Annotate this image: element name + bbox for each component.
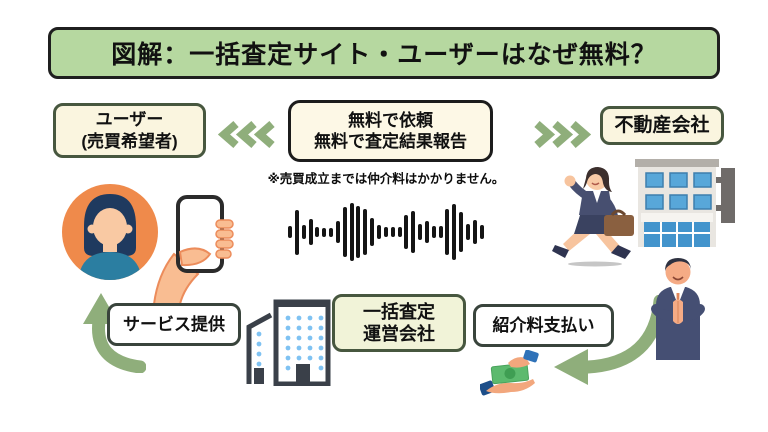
user-box-line2: (売買希望者) <box>81 131 178 151</box>
service-box-label: サービス提供 <box>123 314 225 334</box>
service-box: サービス提供 <box>107 303 241 346</box>
user-box: ユーザー (売買希望者) <box>53 103 206 158</box>
page-title: 図解：一括査定サイト・ユーザーはなぜ無料？ <box>111 41 657 69</box>
woman-avatar-icon <box>62 184 158 280</box>
operator-box-line2: 運営会社 <box>363 324 435 344</box>
free-request-box: 無料で依頼 無料で査定結果報告 <box>288 100 493 162</box>
chevrons-left-icon <box>218 121 275 148</box>
running-businesswoman-icon <box>552 167 634 267</box>
title-banner: 図解：一括査定サイト・ユーザーはなぜ無料？ <box>48 27 720 79</box>
office-building-icon <box>635 159 735 247</box>
realtor-box-label: 不動産会社 <box>614 114 710 136</box>
operator-building-icon <box>246 299 331 386</box>
voice-waveform <box>288 203 484 261</box>
hand-smartphone-icon <box>152 195 234 304</box>
free-request-line2: 無料で査定結果報告 <box>314 132 467 151</box>
thankful-businessman-icon <box>651 258 705 360</box>
operator-box: 一括査定 運営会社 <box>332 294 466 352</box>
money-handover-icon <box>480 350 539 396</box>
referral-box-label: 紹介料支払い <box>492 315 595 335</box>
free-request-line1: 無料で依頼 <box>348 110 433 130</box>
operator-box-line1: 一括査定 <box>363 301 435 322</box>
referral-box: 紹介料支払い <box>473 304 614 347</box>
chevrons-right-icon <box>534 121 591 148</box>
brokerage-fee-note: ※売買成立までは仲介料はかかりません。 <box>267 172 505 186</box>
user-box-line1: ユーザー <box>95 110 164 130</box>
realtor-box: 不動産会社 <box>600 106 724 145</box>
